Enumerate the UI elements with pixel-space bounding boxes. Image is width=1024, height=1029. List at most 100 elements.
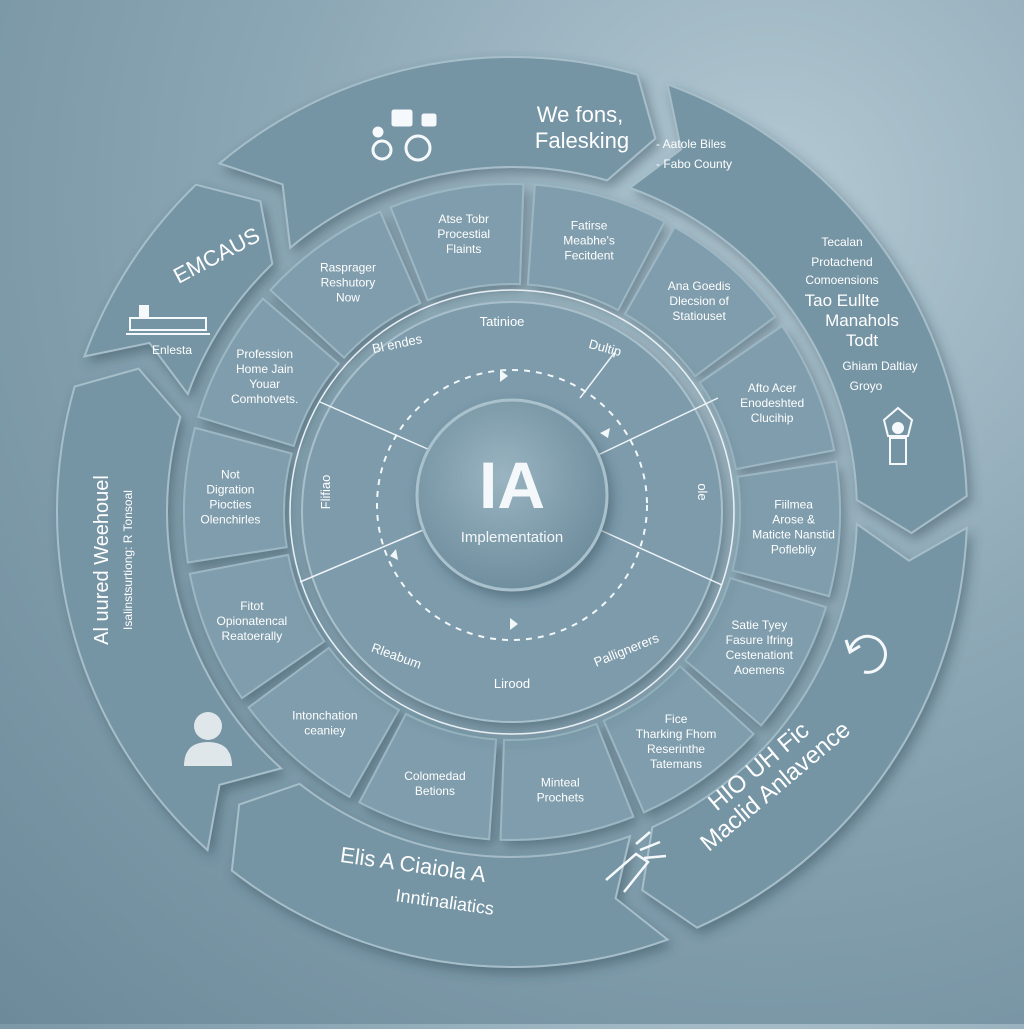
middle-ring-label-line: Digration (206, 483, 254, 497)
connector-lines (299, 351, 723, 586)
outer-label-top-line1: We fons, (537, 102, 623, 127)
middle-ring-label-line: Now (336, 291, 360, 305)
outer-label-top-side1: - Aatole Biles (656, 137, 726, 151)
middle-ring-label-line: Maticte Nanstid (752, 527, 835, 541)
outer-label-right-line: Todt (846, 331, 878, 350)
middle-ring-label-line: Fecitdent (564, 249, 614, 263)
middle-ring-label-line: Intonchation (292, 708, 357, 722)
middle-ring-label-line: Meabhe's (563, 234, 615, 248)
outer-ring-segment (627, 82, 968, 535)
hub-subtitle: Implementation (461, 529, 564, 546)
outer-ring-segment (56, 367, 284, 853)
outer-label-left-line1: Al uured Weehouel (91, 475, 113, 645)
middle-ring-segment (196, 297, 341, 448)
outer-icons (126, 109, 914, 893)
hub-circle (415, 398, 609, 592)
middle-ring-label-line: Colomedad (404, 769, 465, 783)
middle-ring-segment (247, 646, 401, 799)
middle-ring-label-line: Procestial (437, 227, 490, 241)
middle-ring-label-line: Betions (415, 784, 455, 798)
middle-ring-label-line: Profession (236, 347, 293, 361)
middle-ring-segment (183, 426, 293, 564)
hub (415, 398, 609, 592)
middle-ring-segment (358, 712, 498, 841)
outer-label-right-line: Protachend (811, 255, 872, 269)
middle-ring-label-line: Clucihip (751, 411, 794, 425)
robot-hand-icon (882, 406, 914, 465)
connector-line (597, 397, 719, 456)
inner-label: Tatinioe (480, 314, 525, 329)
middle-ring-label-line: Aoemens (734, 663, 785, 677)
middle-ring-label-line: Enodeshted (740, 396, 804, 410)
outer-label-right-line: Tecalan (821, 235, 862, 249)
outer-label-right-line: Ghiam Daltiay (842, 359, 917, 373)
middle-ring-label-line: Youar (249, 377, 280, 391)
outer-ring-segment (230, 782, 670, 968)
middle-ring-label-line: Fitot (240, 599, 264, 613)
outer-ring-segment (641, 522, 968, 929)
middle-ring-label-line: Statiouset (672, 309, 726, 323)
outer-label-left: Al uured Weehouel Isalinstsurtiong: R To… (91, 475, 135, 645)
middle-ring-label-line: Reserinthe (647, 742, 705, 756)
orbit-arrow-icon (600, 428, 610, 438)
connector-line (319, 401, 431, 451)
middle-ring-label-line: Fiilmea (774, 497, 813, 511)
middle-ring-label-line: Fatirse (571, 219, 608, 233)
middle-ring-segment (389, 183, 525, 302)
middle-ring-label-line: Piocties (209, 498, 251, 512)
outer-label-top-side2: - Fabo County (656, 157, 732, 171)
machine-icon (126, 305, 210, 335)
orbit-arrows (390, 370, 610, 630)
outer-label-right-line: Manahols (825, 311, 899, 330)
middle-ring-label-line: Tatemans (650, 757, 702, 771)
middle-ring-label-line: Satie Tyey (731, 618, 787, 632)
connector-line (299, 524, 436, 583)
middle-ring-label-line: Poflebliy (771, 542, 816, 556)
middle-ring-segment (683, 576, 828, 727)
middle-ring-label-line: Home Jain (236, 362, 293, 376)
middle-ring-label-line: Minteal (541, 775, 580, 789)
middle-ring-label-line: Ana Goedis (668, 279, 731, 293)
middle-ring-segment (499, 722, 635, 841)
outer-label-tl-line2: Enlesta (152, 343, 192, 357)
middle-ring-segment (269, 210, 422, 360)
middle-ring-label-line: Arose & (772, 512, 815, 526)
middle-ring-label-line: Tharking Fhom (636, 727, 717, 741)
middle-ring-label-line: Flaints (446, 242, 481, 256)
middle-ring-label-line: Afto Acer (748, 381, 797, 395)
middle-ring-label-line: Reshutory (321, 276, 376, 290)
outer-label-right-line: Groyo (850, 379, 883, 393)
middle-ring-label-line: Prochets (537, 790, 584, 804)
orbit-arrow-icon (500, 370, 508, 382)
middle-ring-label-line: Comhotvets. (231, 392, 298, 406)
inner-label: Flifiao (318, 475, 333, 510)
middle-ring-label-line: Dlecsion of (669, 294, 729, 308)
middle-ring-label-line: Not (221, 468, 240, 482)
orbit-arrow-icon (510, 618, 518, 630)
group-icon (371, 109, 437, 162)
gear-cycle-icon (844, 634, 887, 674)
user-icon (184, 712, 232, 766)
middle-ring-segment (731, 460, 841, 598)
middle-ring (183, 183, 841, 841)
middle-ring-segment (623, 225, 777, 378)
outer-ring-segment (217, 56, 657, 250)
middle-ring-label-line: Fasure Ifring (726, 633, 793, 647)
middle-ring-label-line: Rasprager (320, 261, 376, 275)
outer-label-top-line2: Falesking (535, 128, 629, 153)
connector-line (579, 351, 616, 399)
connector-line (599, 529, 723, 586)
